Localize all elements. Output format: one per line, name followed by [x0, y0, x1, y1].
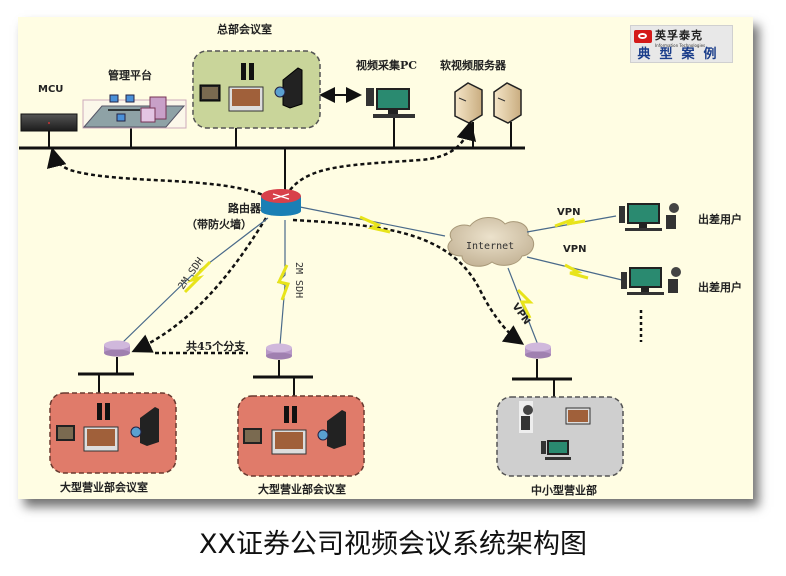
video-capture-pc: [366, 88, 415, 118]
video-pc-label: 视频采集PC: [356, 58, 417, 72]
branch-router-2: [266, 343, 292, 360]
vpn-1-label: VPN: [557, 207, 580, 218]
soft-video-server-2: [493, 82, 522, 124]
vpn-link-2: [526, 256, 623, 281]
logo-subtitle: Information Technologies: [655, 43, 706, 48]
logo-brand-name: 英孚泰克: [655, 29, 703, 42]
large-branch-2-label: 大型营业部会议室: [258, 482, 346, 496]
network-diagram: MCU 管理平台 总部会议室 视频采集PC 软视频服务器: [19, 22, 742, 497]
sdh-link-2-label: 2M SDH: [293, 262, 304, 298]
small-branch-room: [496, 396, 624, 477]
main-router: [261, 189, 301, 216]
branch-router-3: [525, 342, 551, 359]
management-platform: [82, 94, 187, 129]
router-label-line2: （带防火墙）: [186, 217, 252, 231]
branch-router-1: [104, 340, 130, 357]
internet-cloud: [447, 217, 535, 267]
diagram-caption: XX证券公司视频会议系统架构图: [199, 529, 587, 560]
large-branch-room-2: [237, 395, 365, 477]
large-branch-1-label: 大型营业部会议室: [60, 480, 148, 494]
mcu-device: [20, 113, 78, 132]
vpn-link-3: [507, 267, 539, 346]
travel-user-1-label: 出差用户: [698, 212, 742, 226]
management-label: 管理平台: [108, 68, 152, 82]
travel-user-pc-1: [619, 203, 679, 231]
branches-count-label: 共45个分支: [186, 339, 246, 353]
vpn-2-label: VPN: [563, 244, 586, 255]
brand-mark-icon: [634, 29, 652, 43]
travel-user-pc-2: [621, 267, 681, 295]
soft-video-server-1: [454, 82, 483, 124]
router-internet-link: [299, 206, 446, 237]
small-branch-label: 中小型营业部: [531, 483, 597, 497]
mcu-label: MCU: [38, 84, 63, 95]
logo-tagline: 典型案例: [637, 47, 726, 62]
vpn-3-label: VPN: [510, 301, 532, 327]
vpn-link-1: [526, 215, 617, 233]
internet-label: Internet: [466, 241, 514, 252]
router-to-mcu-path: [46, 147, 269, 199]
travel-user-2-label: 出差用户: [698, 280, 742, 294]
router-to-server-path: [289, 120, 477, 191]
router-to-small-branch-path: [292, 218, 525, 345]
soft-server-label: 软视频服务器: [440, 58, 507, 72]
router-to-branch1-path: [131, 217, 268, 353]
router-label-line1: 路由器: [228, 201, 262, 215]
sdh-link-1: [119, 217, 269, 346]
hq-room-label: 总部会议室: [217, 22, 272, 36]
sdh-link-2: [276, 220, 291, 346]
diagram-card: MCU 管理平台 总部会议室 视频采集PC 软视频服务器: [18, 17, 753, 499]
hq-conference-room: [192, 50, 321, 129]
large-branch-room-1: [49, 392, 177, 474]
company-logo: 英孚泰克 Information Technologies 典型案例: [630, 25, 733, 63]
